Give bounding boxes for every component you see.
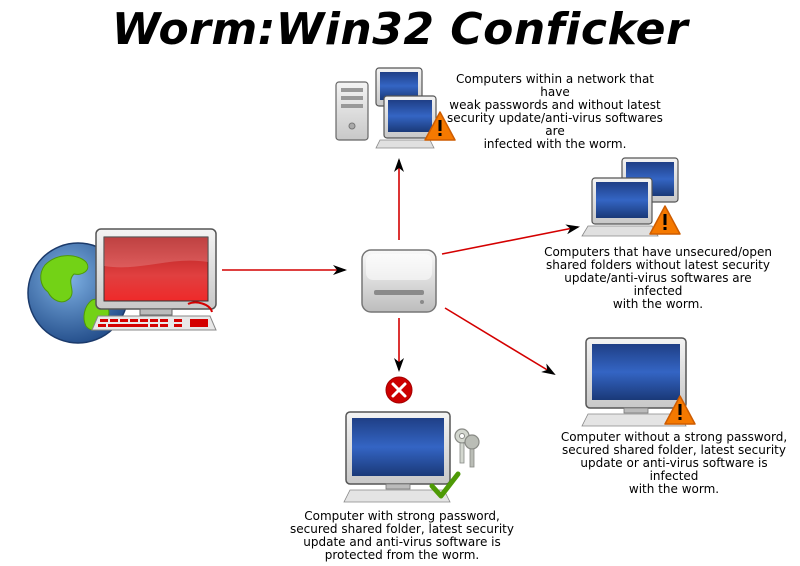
infected-computer-icon bbox=[91, 228, 217, 331]
diagram-title: Worm:Win32 Conficker bbox=[111, 4, 689, 55]
arrow-drive-to-shared bbox=[441, 224, 580, 255]
arrow-drive-to-weak bbox=[444, 307, 556, 376]
arrows bbox=[222, 158, 580, 376]
server-icon bbox=[335, 81, 369, 141]
shared-folder-computers-caption: Computers that have unsecured/open share… bbox=[544, 245, 772, 311]
warning-icon bbox=[649, 205, 681, 235]
globe-and-infected-computer-icon bbox=[27, 228, 217, 344]
removable-drive-icon bbox=[361, 249, 437, 313]
computer-warning-icon bbox=[581, 337, 696, 427]
server-and-workstations-warning-icon bbox=[335, 67, 456, 149]
keys-icon bbox=[454, 428, 480, 468]
warning-icon bbox=[664, 395, 696, 425]
computer-keys-checkmark-icon bbox=[343, 411, 480, 503]
weak-password-computer-caption: Computer without a strong password, secu… bbox=[560, 430, 788, 496]
workstation-front-icon bbox=[375, 95, 437, 149]
red-x-icon bbox=[385, 376, 413, 404]
two-computers-warning-icon bbox=[581, 157, 681, 237]
computer-front-icon bbox=[581, 177, 659, 237]
checkmark-icon bbox=[429, 471, 461, 499]
warning-icon bbox=[424, 111, 456, 141]
protected-computer-caption: Computer with strong password, secured s… bbox=[290, 509, 514, 562]
network-computers-caption: Computers within a network that have wea… bbox=[447, 72, 663, 151]
